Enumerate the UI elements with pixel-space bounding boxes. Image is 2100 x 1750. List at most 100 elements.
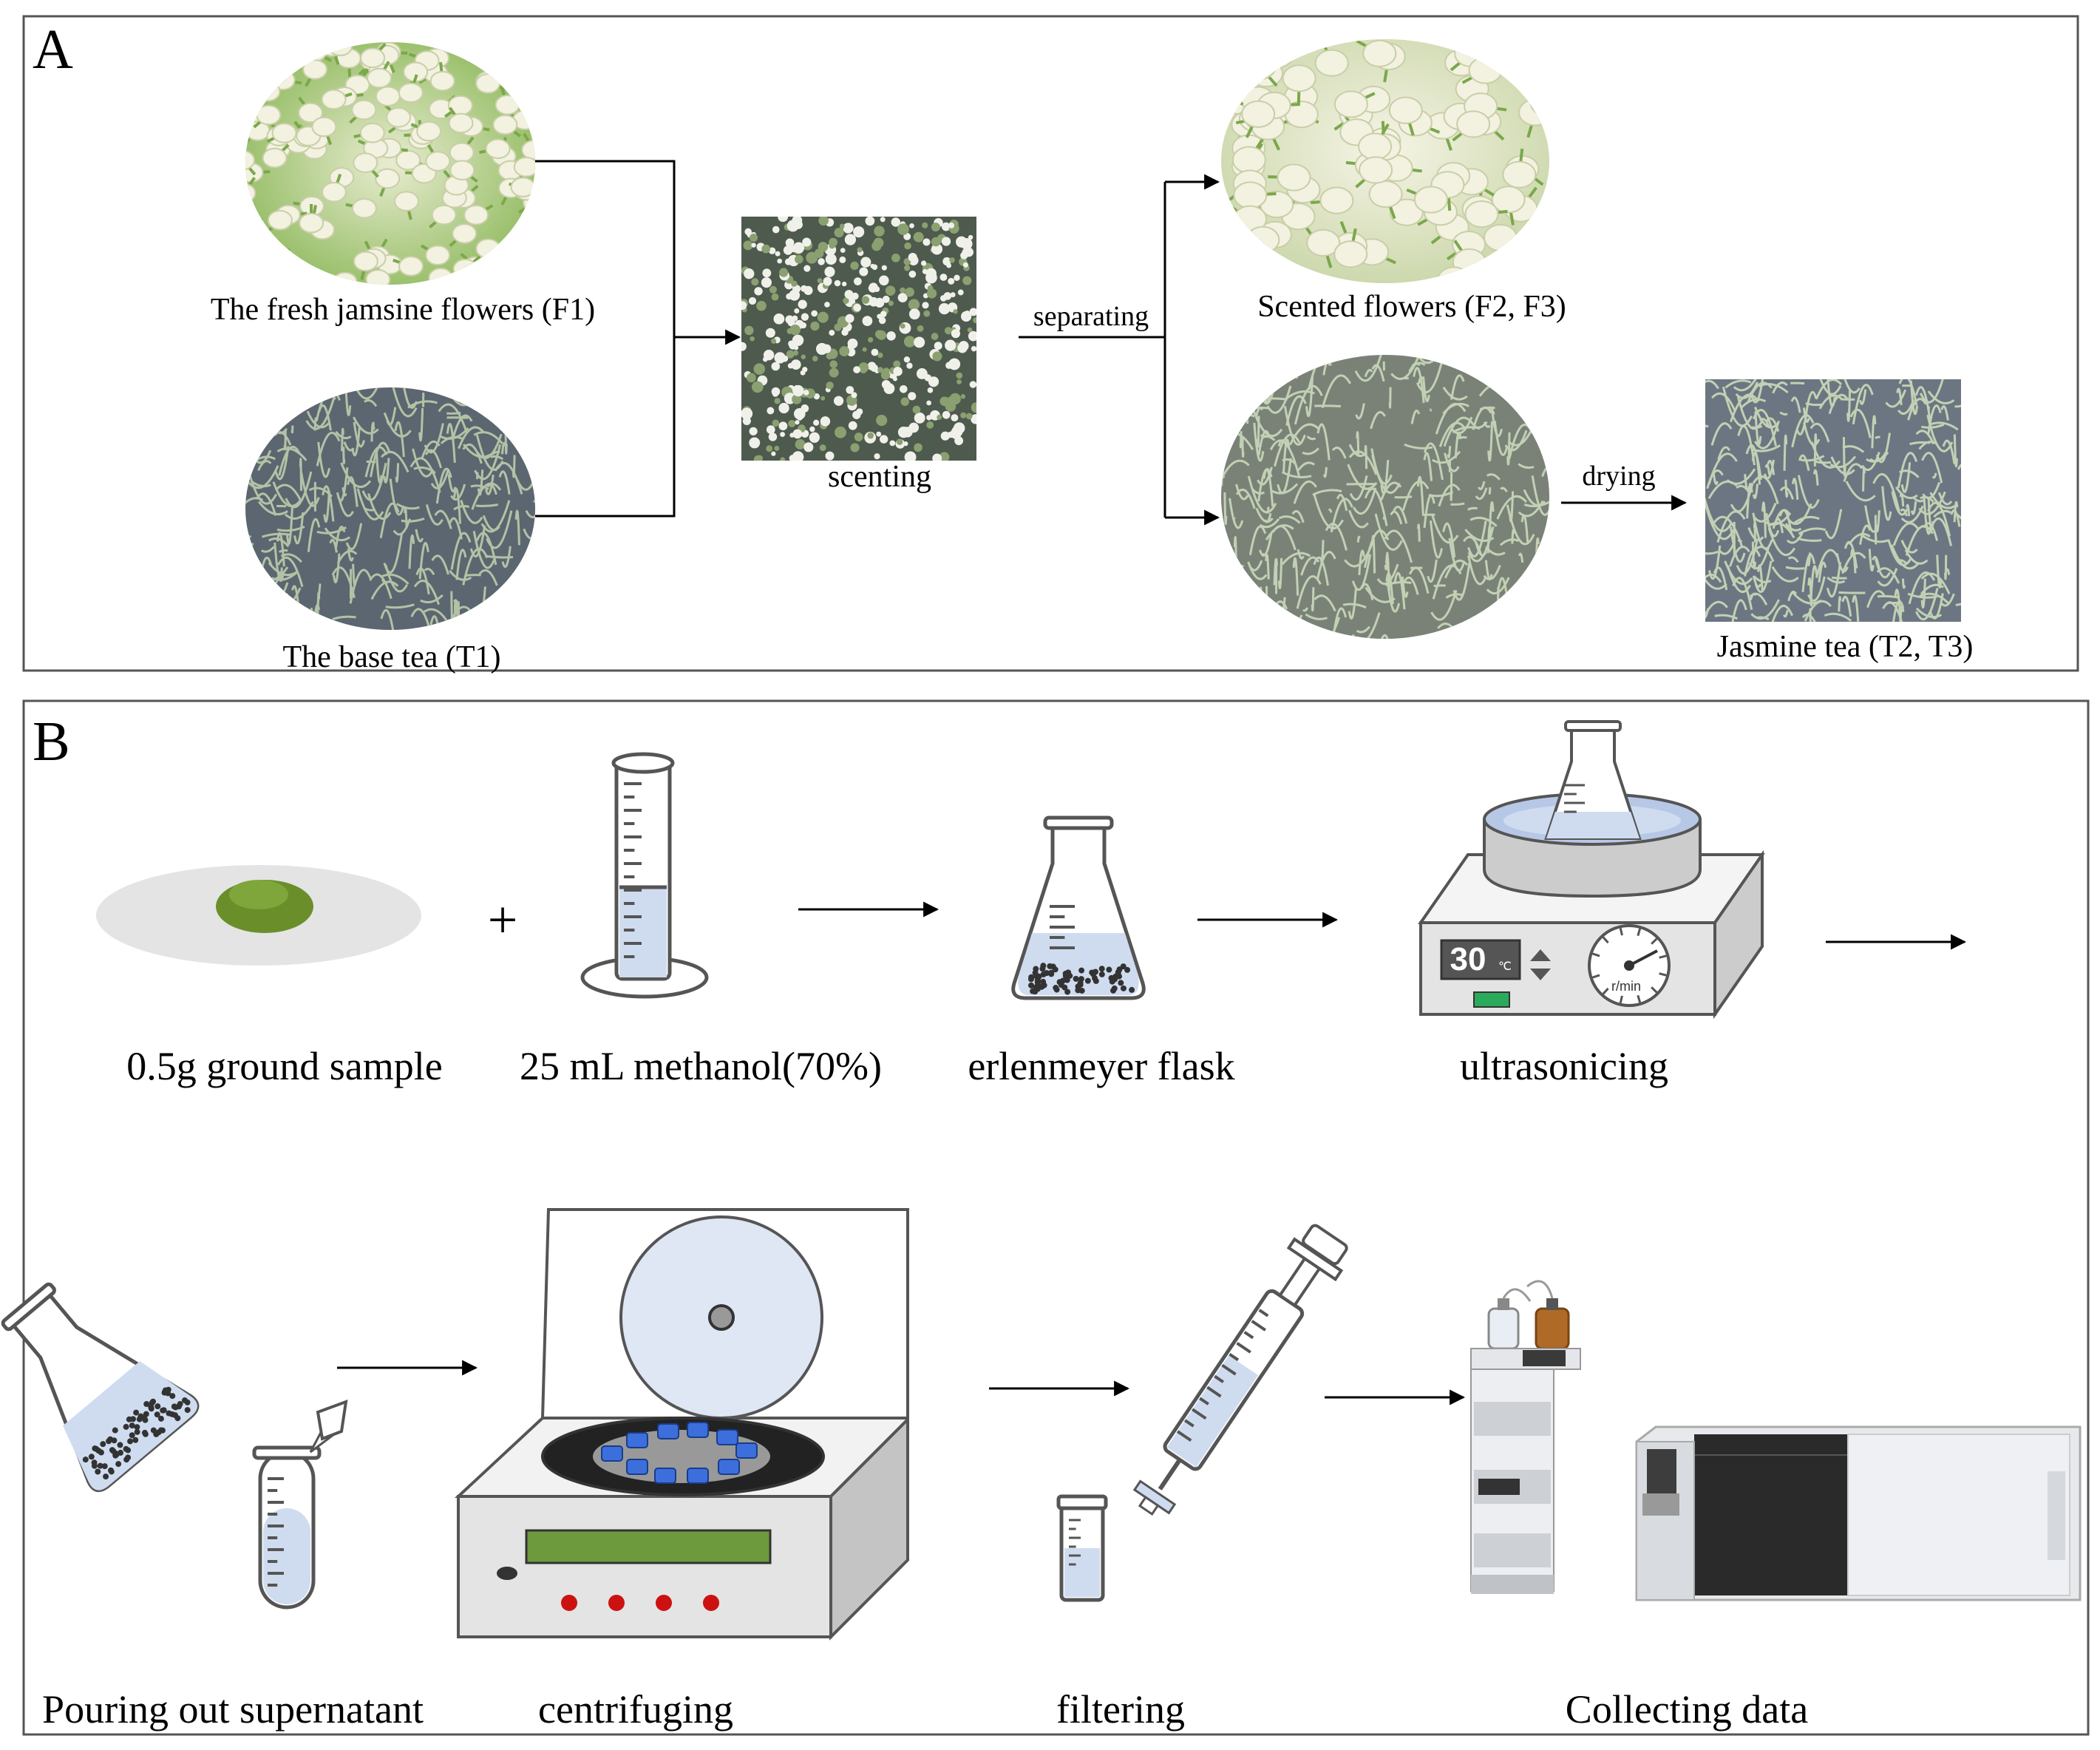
methanol-label: 25 mL methanol(70%) <box>520 1044 882 1088</box>
sample-particle <box>1120 985 1127 991</box>
tea-leaf <box>1371 535 1376 574</box>
scenting-flower-dot <box>949 393 961 405</box>
flower-bud <box>1296 39 1331 51</box>
tea-leaf <box>1936 554 1943 589</box>
tea-leaf <box>1812 469 1819 486</box>
tea-leaf <box>519 571 535 592</box>
flower-bud <box>1468 56 1503 84</box>
tea-leaf <box>1914 386 1931 421</box>
scenting-flower-dot <box>765 328 775 338</box>
tea-leaf <box>1901 578 1906 589</box>
tea-leaf <box>1830 456 1855 475</box>
flower-bud <box>302 42 327 62</box>
tea-leaf <box>329 538 338 553</box>
scenting-flower-dot <box>940 431 950 441</box>
tea-leaf <box>1909 380 1919 416</box>
tea-leaf <box>460 500 483 524</box>
scenting-flower-dot <box>762 268 772 278</box>
tea-leaf <box>1254 600 1280 628</box>
tea-leaf <box>259 598 272 618</box>
flower-bud <box>298 102 324 123</box>
tea-leaf <box>335 526 346 548</box>
tea-leaf <box>410 457 441 493</box>
tea-leaf <box>518 616 535 630</box>
tea-leaf <box>1300 556 1320 576</box>
tea-leaf <box>1281 471 1312 478</box>
flower-stem <box>517 246 535 252</box>
scenting-flower-dot <box>748 296 757 305</box>
tea-leaf <box>401 387 418 409</box>
tea-leaf <box>415 529 424 543</box>
tea-leaf <box>1877 594 1900 599</box>
scenting-flower-dot <box>793 220 803 229</box>
tea-leaf <box>323 492 330 523</box>
separating-connector <box>1019 174 1220 526</box>
scenting-flower-dot <box>921 260 927 266</box>
scenting-flower-dot <box>950 427 962 439</box>
flower-bud <box>360 47 386 69</box>
tea-leaf <box>318 404 332 431</box>
tea-leaf <box>477 392 489 397</box>
scenting-flower-dot <box>931 223 940 232</box>
flower-bud <box>1491 186 1526 214</box>
scenting-flower-dot <box>877 352 883 359</box>
flower-bud <box>1246 225 1280 254</box>
tea-leaf <box>1252 409 1283 438</box>
tea-leaf <box>420 594 444 604</box>
tea-leaf <box>1229 412 1241 425</box>
scenting-flower-dot <box>766 445 773 452</box>
tea-leaf <box>472 531 496 569</box>
tea-leaf <box>1518 552 1524 563</box>
sample-particle <box>142 1417 149 1423</box>
scenting-flower-dot <box>790 359 801 370</box>
tea-leaf <box>279 387 299 400</box>
scenting-flower-dot <box>905 287 914 297</box>
sample-particle <box>132 1437 139 1443</box>
tea-leaf <box>489 616 516 630</box>
flower-bud <box>523 240 535 260</box>
scenting-flower-dot <box>971 345 976 352</box>
tea-leaf <box>1484 560 1493 580</box>
scenting-flower-dot <box>741 301 747 311</box>
flower-bud <box>359 122 385 143</box>
scenting-flower-dot <box>813 393 820 400</box>
tea-leaf <box>512 607 520 630</box>
scenting-flower-dot <box>792 384 804 397</box>
tea-leaf <box>1899 604 1905 622</box>
sample-particle <box>154 1411 160 1418</box>
flower-bud <box>463 205 489 225</box>
tea-leaf <box>1311 587 1315 611</box>
flower-stem <box>1221 92 1244 106</box>
tea-leaf <box>1265 586 1268 609</box>
tea-leaf <box>457 601 461 630</box>
tea-leaf <box>1484 611 1500 632</box>
tea-leaf <box>1374 513 1403 551</box>
flower-bud <box>253 247 279 268</box>
tea-leaf <box>478 569 498 586</box>
tea-leaf <box>1278 614 1303 632</box>
tea-leaf <box>1306 435 1316 441</box>
tea-leaf <box>429 615 443 630</box>
flower-bud <box>1508 47 1543 75</box>
tea-leaf <box>276 387 282 407</box>
scenting-flower-dot <box>823 277 832 286</box>
sample-particle <box>113 1451 120 1458</box>
jasmine-tea-image <box>1705 379 1961 622</box>
flower-bud <box>416 121 442 142</box>
scenting-flower-dot <box>814 248 824 258</box>
scenting-flower-dot <box>862 316 873 327</box>
tea-leaf <box>376 452 383 484</box>
tea-leaf <box>1956 513 1961 520</box>
rotor-tube <box>687 1422 709 1438</box>
tea-leaf <box>1260 434 1271 438</box>
tea-leaf <box>451 601 457 630</box>
tea-leaf <box>1790 591 1822 605</box>
flower-bud <box>1314 49 1349 77</box>
tea-leaf <box>1535 537 1540 561</box>
sample-particle <box>1109 978 1115 985</box>
scenting-flower-dot <box>908 299 920 311</box>
flower-stem <box>251 43 268 58</box>
tea-leaf <box>522 387 529 390</box>
tea-leaf <box>1790 396 1801 413</box>
tea-leaf <box>1705 600 1728 617</box>
